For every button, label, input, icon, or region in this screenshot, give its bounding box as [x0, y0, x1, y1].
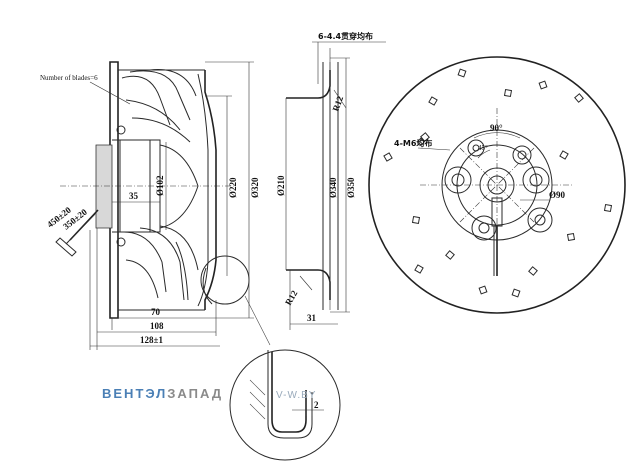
dia-102-label: Ø102 [155, 175, 165, 196]
brand-part2: ЗАПАД [167, 386, 223, 401]
r12-bottom-label: R12 [283, 288, 300, 307]
side-view [55, 61, 271, 346]
front-view: 4-M6均布 90° 45° Ø90 [368, 56, 626, 314]
angle-90-label: 90° [490, 123, 503, 133]
watermark: ВЕНТЭЛЗАПАД V-W.BY [102, 386, 316, 401]
m6-label: 4-M6均布 [394, 138, 432, 148]
profile-view: Ø210 Ø340 Ø350 6-4.4贯穿均布 R12 R12 31 [276, 31, 386, 330]
detail-view: 2 [229, 349, 341, 461]
svg-text:ВЕНТЭЛЗАПАД: ВЕНТЭЛЗАПАД [102, 386, 223, 401]
dia-340-label: Ø340 [328, 177, 338, 198]
dia-320-label: Ø320 [250, 177, 260, 198]
brand-site: V-W.BY [276, 390, 316, 401]
blades-label: Number of blades=6 [40, 74, 98, 82]
detail-2-label: 2 [314, 400, 319, 410]
brand-part1: ВЕНТЭЛ [102, 386, 167, 401]
dia-210-label: Ø210 [276, 175, 286, 196]
dia-90-label: Ø90 [549, 190, 566, 200]
holes-label: 6-4.4贯穿均布 [318, 31, 373, 41]
dim-108-label: 108 [150, 321, 164, 331]
dia-220-label: Ø220 [228, 177, 238, 198]
dim-70-label: 70 [151, 307, 161, 317]
dim-128-label: 128±1 [140, 335, 163, 345]
dim-31-label: 31 [307, 313, 317, 323]
r12-top-label: R12 [330, 94, 345, 112]
dim-35-label: 35 [129, 191, 139, 201]
dia-350-label: Ø350 [346, 177, 356, 198]
rim-markers [383, 68, 613, 298]
angle-45-label: 45° [478, 144, 488, 152]
